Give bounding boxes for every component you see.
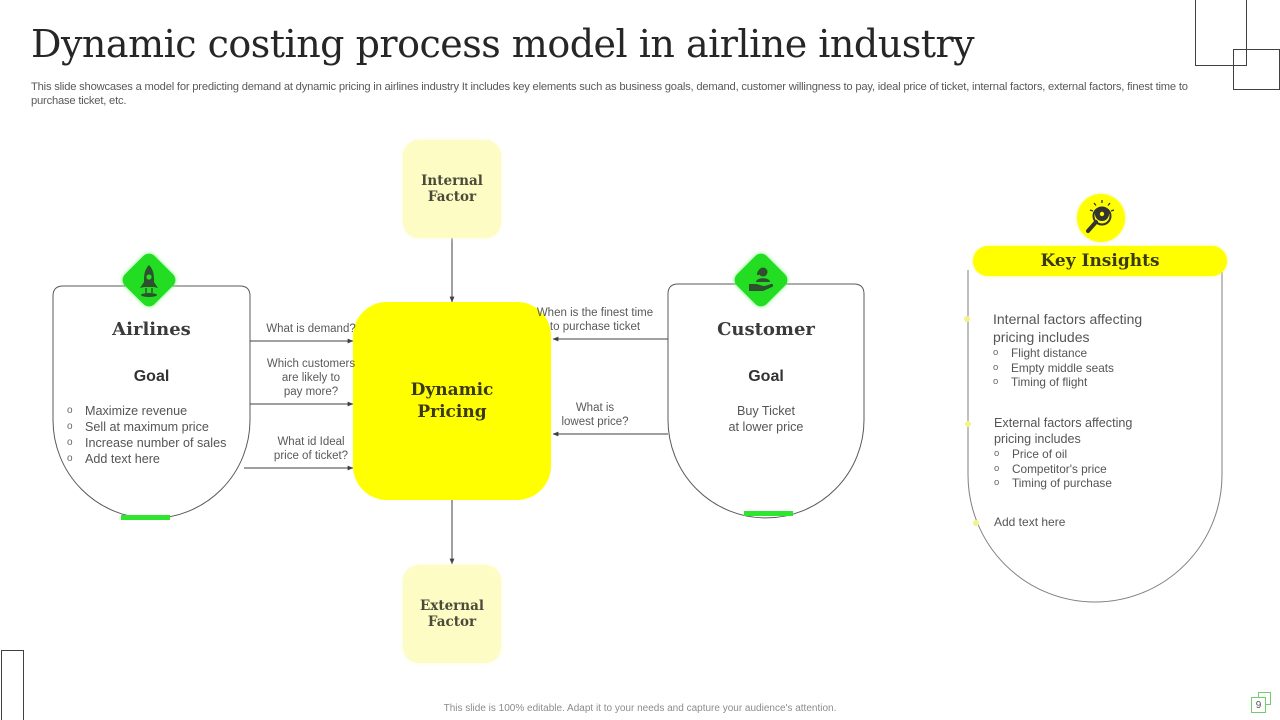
customer-title: Customer: [717, 319, 815, 340]
external-factor-line1: External: [420, 598, 484, 614]
customer-goal-label: Goal: [748, 368, 784, 385]
customer-goal-line2: at lower price: [728, 420, 804, 434]
lightbulb-magnifier-icon: [1086, 200, 1115, 233]
ki-external-item: Price of oil: [994, 447, 1132, 462]
ki-internal-list: Flight distance Empty middle seats Timin…: [993, 346, 1142, 390]
rocket-icon: [140, 265, 158, 297]
internal-factor-box: Internal Factor: [403, 140, 501, 238]
ki-add-text: Add text here: [994, 515, 1066, 529]
ki-bullet-dot: [964, 316, 970, 322]
external-factor-line2: Factor: [427, 614, 477, 630]
slide-title: Dynamic costing process model in airline…: [31, 22, 975, 66]
goal-item: Sell at maximum price: [67, 419, 226, 435]
goal-item: Maximize revenue: [67, 403, 226, 419]
question-text: Which customers: [266, 358, 356, 370]
customer-goal-text: Buy Ticket at lower price: [668, 403, 864, 435]
slide-subtitle: This slide showcases a model for predict…: [31, 81, 1188, 107]
dynamic-pricing-box: Dynamic Pricing: [353, 302, 551, 500]
airlines-green-bar: [121, 515, 170, 520]
question-ideal-price: What id Ideal price of ticket?: [256, 435, 366, 463]
center-label-line2: Pricing: [417, 402, 487, 422]
ki-internal-item: Timing of flight: [993, 375, 1142, 390]
ki-external-heading-line2: pricing includes: [994, 432, 1081, 446]
question-text: When is the finest time: [536, 307, 654, 319]
external-factor-box: External Factor: [403, 565, 501, 663]
goal-item: Add text here: [67, 451, 226, 467]
question-text: to purchase ticket: [549, 321, 641, 333]
decorative-square-top: [1195, 0, 1247, 66]
question-text: price of ticket?: [273, 450, 349, 462]
question-text: lowest price?: [561, 416, 629, 428]
question-text: What id Ideal: [277, 436, 345, 448]
airlines-goal-list: Maximize revenue Sell at maximum price I…: [67, 403, 226, 467]
ki-external-block: External factors affecting pricing inclu…: [994, 415, 1132, 491]
center-label-line1: Dynamic: [410, 380, 494, 400]
customer-green-bar: [744, 511, 793, 516]
question-lowest-price: What is lowest price?: [545, 401, 645, 429]
airlines-goal-label: Goal: [133, 368, 170, 385]
airlines-title: Airlines: [112, 319, 191, 340]
question-demand: What is demand?: [256, 322, 366, 336]
ki-internal-item: Flight distance: [993, 346, 1142, 361]
ki-bullet-dot: [973, 520, 979, 526]
ki-internal-block: Internal factors affecting pricing inclu…: [993, 310, 1142, 390]
ki-external-item: Competitor's price: [994, 462, 1132, 477]
goal-item: Increase number of sales: [67, 435, 226, 451]
hand-holding-user-icon: [749, 267, 774, 291]
internal-factor-line1: Internal: [421, 173, 483, 189]
ki-external-list: Price of oil Competitor's price Timing o…: [994, 447, 1132, 491]
question-text: pay more?: [283, 386, 339, 398]
question-text: are likely to: [281, 372, 341, 384]
page-number: 9: [1251, 697, 1266, 713]
ki-internal-item: Empty middle seats: [993, 361, 1142, 376]
ki-internal-heading-line2: pricing includes: [993, 329, 1090, 345]
question-text: What is demand?: [266, 323, 356, 335]
ki-bullet-dot: [965, 421, 971, 427]
question-text: What is: [575, 402, 615, 414]
ki-internal-heading-line1: Internal factors affecting: [993, 311, 1143, 327]
ki-external-item: Timing of purchase: [994, 476, 1132, 491]
question-finest-time: When is the finest time to purchase tick…: [530, 306, 660, 334]
customer-goal-line1: Buy Ticket: [736, 404, 796, 418]
slide-footer: This slide is 100% editable. Adapt it to…: [443, 703, 837, 714]
decorative-bar-left: [1, 650, 24, 720]
ki-external-heading-line1: External factors affecting: [994, 416, 1133, 430]
question-customers-pay-more: Which customers are likely to pay more?: [256, 357, 366, 399]
internal-factor-line2: Factor: [427, 189, 477, 205]
key-insights-header: Key Insights: [973, 246, 1227, 276]
